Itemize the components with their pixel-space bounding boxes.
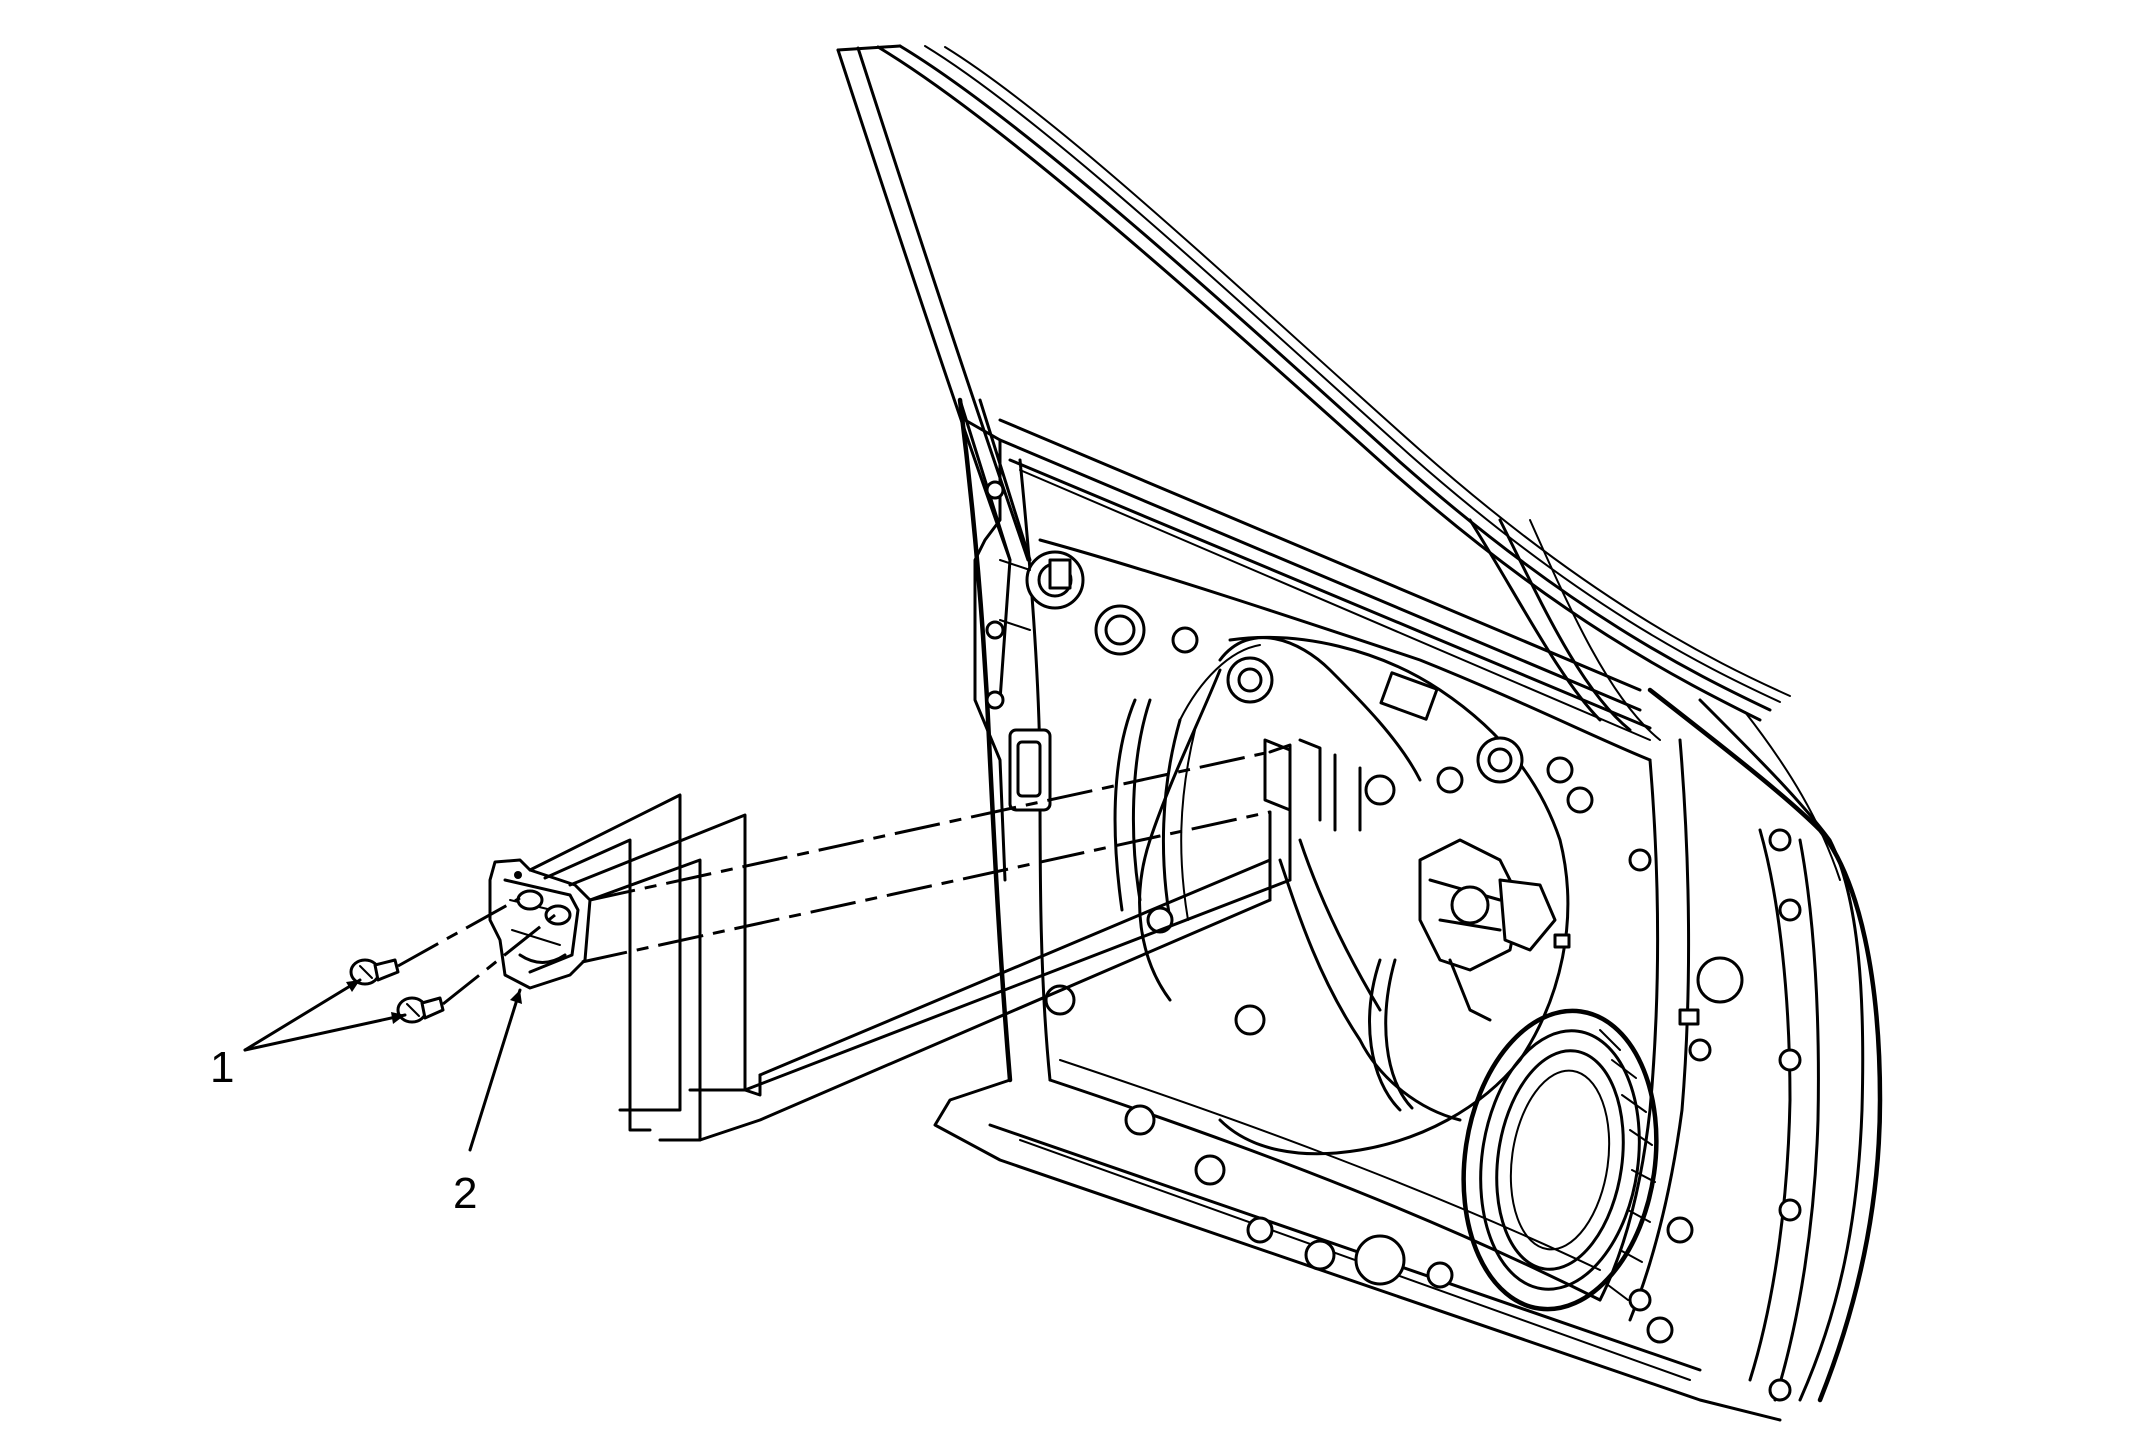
door-speaker xyxy=(1461,1008,1659,1312)
hinge-bolt-lower xyxy=(396,996,445,1024)
belt-line xyxy=(998,418,1652,741)
window-regulator-motor xyxy=(1418,838,1571,1022)
access-opening xyxy=(1113,635,1570,1156)
door-fasteners xyxy=(1025,550,1802,1402)
hinge-bolts xyxy=(349,958,445,1024)
hinge-bolt-upper xyxy=(349,958,400,986)
callout-2: 2 xyxy=(453,1169,477,1218)
alignment-lines xyxy=(397,743,1292,1142)
callout-leaders xyxy=(243,978,522,1152)
door-hinge-bracket xyxy=(488,858,592,990)
hinge-pillar-area xyxy=(963,418,1362,882)
window-frame xyxy=(836,44,1791,741)
door-outer-shell xyxy=(1647,687,1883,1403)
callout-1: 1 xyxy=(210,1043,234,1092)
front-door-assembly xyxy=(836,44,1883,1422)
